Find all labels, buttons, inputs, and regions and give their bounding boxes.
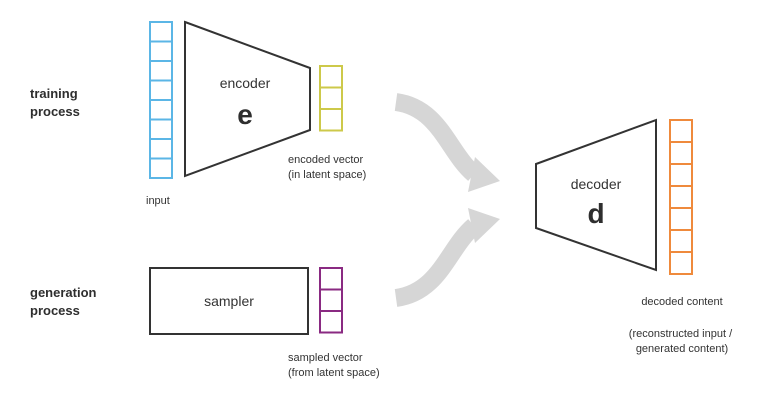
generation-arrow-body	[394, 219, 481, 307]
input-vector-cell	[149, 21, 173, 43]
input-vector-cell	[149, 157, 173, 179]
input-vector-cell	[149, 99, 173, 121]
input-vector	[149, 21, 173, 179]
encoded-vector-label-line-1: encoded vector	[288, 154, 364, 166]
decoded-vector-cell	[669, 251, 693, 275]
generation-label-line-2: process	[30, 303, 80, 318]
input-vector-cell	[149, 40, 173, 62]
training-label-line-2: process	[30, 104, 80, 119]
decoded-note: (reconstructed input / generated content…	[629, 328, 735, 355]
input-vector-cell	[149, 138, 173, 160]
decoded-vector-cell	[669, 163, 693, 187]
decoder-shape	[535, 118, 657, 272]
decoder-name: decoder	[571, 176, 622, 192]
encoder-shape	[184, 20, 311, 178]
training-process-label: training process	[30, 86, 81, 119]
encoder-name: encoder	[220, 75, 271, 91]
sampled-vector-cell	[319, 288, 343, 312]
sampled-vector-label-line-2: (from latent space)	[288, 367, 380, 379]
decoded-content-label: decoded content	[641, 296, 722, 308]
sampled-vector-cell	[319, 310, 343, 334]
encoded-vector	[319, 65, 343, 132]
decoded-note-line-2: generated content)	[636, 343, 728, 355]
input-label: input	[146, 195, 170, 207]
encoded-vector-cell	[319, 65, 343, 89]
training-label-line-1: training	[30, 86, 78, 101]
sampler-label: sampler	[204, 293, 254, 309]
encoded-vector-cell	[319, 86, 343, 110]
sampled-vector-label-line-1: sampled vector	[288, 352, 363, 364]
decoded-vector-cell	[669, 119, 693, 143]
decoded-note-line-1: (reconstructed input /	[629, 328, 733, 340]
sampled-vector-label: sampled vector (from latent space)	[288, 352, 380, 379]
training-arrow-head	[468, 157, 500, 192]
encoder-letter: e	[237, 99, 253, 130]
decoded-vector-cell	[669, 185, 693, 209]
generation-arrow-head	[468, 208, 500, 243]
decoded-vector-cell	[669, 141, 693, 165]
sampler-box	[149, 267, 309, 335]
sampled-vector-cell	[319, 267, 343, 291]
sampled-vector	[319, 267, 343, 334]
generation-label-line-1: generation	[30, 285, 97, 300]
decoder-letter: d	[587, 198, 604, 229]
decoded-vector-cell	[669, 229, 693, 253]
training-arrow-body	[394, 93, 481, 181]
encoded-vector-cell	[319, 108, 343, 132]
decoded-vector-cell	[669, 207, 693, 231]
generation-process-label: generation process	[30, 285, 100, 318]
input-vector-cell	[149, 60, 173, 82]
input-vector-cell	[149, 118, 173, 140]
input-vector-cell	[149, 79, 173, 101]
decoded-vector	[669, 119, 693, 275]
encoded-vector-label: encoded vector (in latent space)	[288, 154, 366, 181]
encoded-vector-label-line-2: (in latent space)	[288, 169, 366, 181]
